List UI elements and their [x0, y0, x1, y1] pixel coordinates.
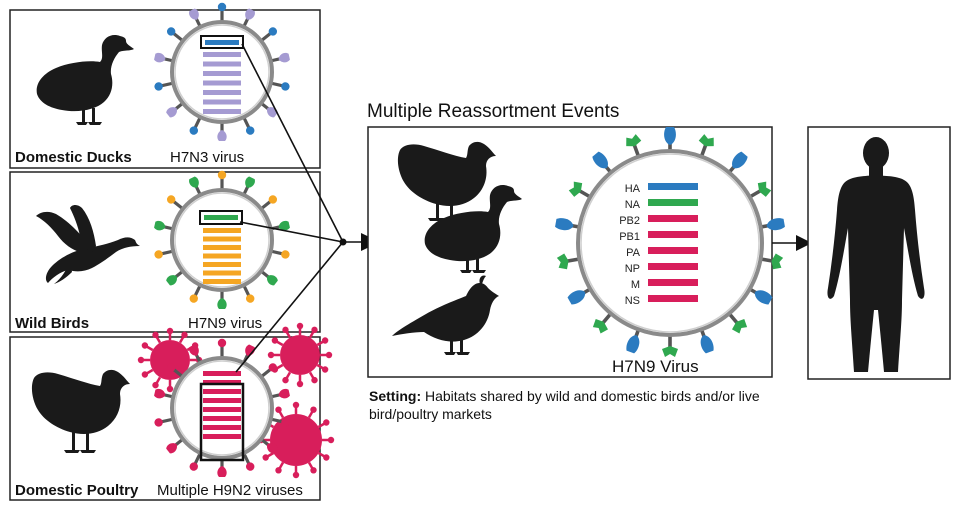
source-label-wild-birds: Wild Birds [15, 315, 89, 332]
duck-silhouette-icon [36, 35, 134, 125]
flying-bird-silhouette-icon [36, 205, 141, 284]
reassortment-lines [235, 43, 344, 373]
gene-bar-pb1 [648, 231, 698, 238]
quail-silhouette-icon [392, 275, 499, 355]
reassortment-title: Multiple Reassortment Events [367, 101, 620, 122]
setting-text: Setting: Habitats shared by wild and dom… [369, 387, 789, 423]
gene-label-pa: PA [626, 247, 641, 259]
gene-bar-m [648, 279, 698, 286]
gene-label-ha: HA [625, 183, 641, 195]
gene-bar-pb2 [648, 215, 698, 222]
gene-label-ns: NS [625, 295, 640, 307]
duck-silhouette-icon [424, 185, 522, 273]
h7n9-source-virus [153, 170, 291, 309]
gene-label-m: M [631, 279, 640, 291]
h7n3-virus [153, 2, 291, 141]
source-label-ducks: Domestic Ducks [15, 149, 132, 166]
setting-label: Setting: [369, 388, 422, 404]
source-label-poultry: Domestic Poultry [15, 482, 139, 499]
gene-label-pb1: PB1 [619, 231, 640, 243]
virus-label-h9n2: Multiple H9N2 viruses [157, 482, 303, 499]
gene-bar-np [648, 263, 698, 270]
gene-bar-ha [648, 183, 698, 190]
h9n2-virus [153, 338, 291, 477]
h7n9-virus-label: H7N9 Virus [612, 357, 699, 376]
gene-bar-pa [648, 247, 698, 254]
virus-label-h7n9: H7N9 virus [188, 315, 262, 332]
gene-label-pb2: PB2 [619, 215, 640, 227]
chicken-silhouette-icon [31, 369, 131, 453]
setting-description: Habitats shared by wild and domestic bir… [369, 388, 760, 422]
gene-bar-na [648, 199, 698, 206]
human-silhouette-icon [827, 137, 925, 372]
gene-label-na: NA [625, 199, 641, 211]
gene-bar-ns [648, 295, 698, 302]
gene-label-np: NP [625, 263, 640, 275]
h9n2-background-viruses [137, 322, 335, 479]
h7n9-reassortant-virus [554, 127, 786, 357]
arrow-to-human-icon [796, 235, 812, 251]
virus-label-h7n3: H7N3 virus [170, 149, 244, 166]
